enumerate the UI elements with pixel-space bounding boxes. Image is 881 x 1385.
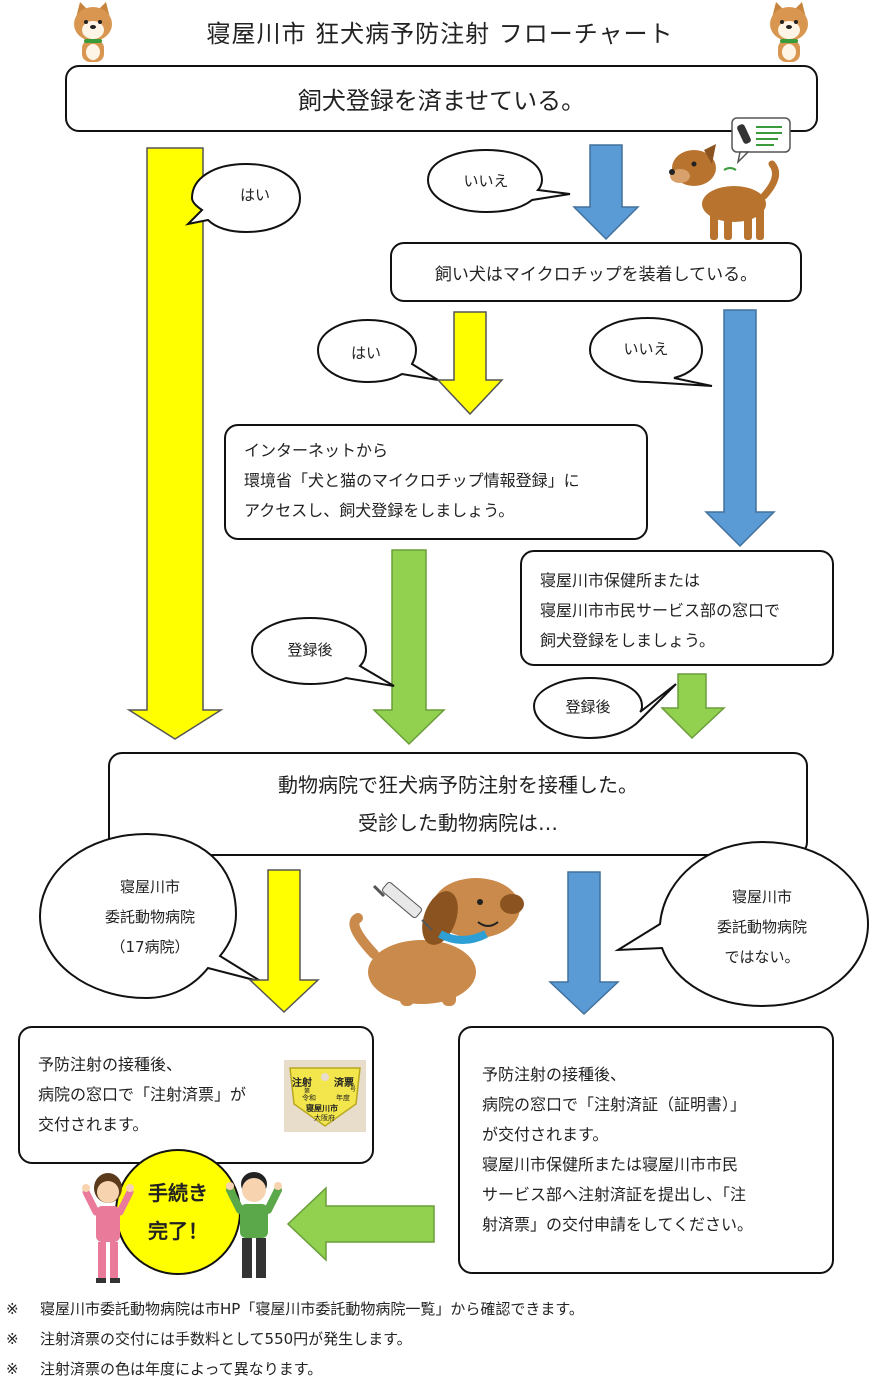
note-1-mark: ※ bbox=[6, 1300, 19, 1318]
note-3: ※ 注射済票の色は年度によって異なります。 bbox=[6, 1358, 322, 1379]
tag-text-8: 大阪府 bbox=[314, 1114, 335, 1122]
not-entrusted-line-1: 寝屋川市 bbox=[731, 888, 792, 906]
note-3-text: 注射済票の色は年度によって異なります。 bbox=[40, 1360, 323, 1378]
tag-issued-line-2: 病院の窓口で「注射済票」が bbox=[38, 1085, 247, 1104]
certificate-line-5: サービス部へ注射済証を提出し、「注 bbox=[482, 1185, 747, 1204]
note-2: ※ 注射済票の交付には手数料として550円が発生します。 bbox=[6, 1328, 412, 1349]
internet-line-2: 環境省「犬と猫のマイクロチップ情報登録」に bbox=[244, 471, 580, 490]
note-2-mark: ※ bbox=[6, 1330, 19, 1348]
certificate-line-2: 病院の窓口で「注射済証（証明書）」 bbox=[482, 1095, 747, 1114]
tag-text-4: 済票 bbox=[334, 1078, 354, 1089]
not-entrusted-line-2: 委託動物病院 bbox=[716, 918, 807, 936]
internet-registration-box: インターネットから 環境省「犬と猫のマイクロチップ情報登録」に アクセスし、飼犬… bbox=[224, 424, 648, 540]
not-entrusted-hospital-label: 寝屋川市 委託動物病院 ではない。 bbox=[672, 882, 852, 972]
entrusted-line-1: 寝屋川市 bbox=[119, 878, 180, 896]
after-registration-label: 登録後 bbox=[287, 641, 333, 659]
certificate-line-3: が交付されます。 bbox=[482, 1125, 609, 1144]
tag-text-7: 寝屋川市 bbox=[306, 1104, 338, 1113]
internet-line-1: インターネットから bbox=[244, 441, 389, 460]
no-arrow-to-office bbox=[704, 309, 776, 548]
no-speech-bubble bbox=[426, 148, 571, 214]
not-entrusted-line-3: ではない。 bbox=[724, 948, 800, 966]
yes-speech-bubble-2 bbox=[316, 318, 439, 384]
green-arrow-from-internet bbox=[372, 549, 446, 746]
office-line-3: 飼犬登録をしましょう。 bbox=[540, 631, 716, 650]
shiba-dog-right-icon bbox=[770, 2, 808, 62]
internet-line-3: アクセスし、飼犬登録をしましょう。 bbox=[244, 501, 515, 520]
complete-line-1: 手続き bbox=[148, 1181, 208, 1205]
entrusted-hospital-label: 寝屋川市 委託動物病院 （17病院） bbox=[60, 872, 240, 962]
not-entrusted-hospital-bubble bbox=[614, 840, 870, 1008]
after-registration-label-2: 登録後 bbox=[565, 698, 611, 716]
note-1: ※ 寝屋川市委託動物病院は市HP「寝屋川市委託動物病院一覧」から確認できます。 bbox=[6, 1298, 584, 1319]
entrusted-hospital-bubble bbox=[38, 832, 263, 1000]
no-bubble-label-2: いいえ bbox=[623, 340, 669, 358]
question-dog-registered: 飼犬登録を済ませている。 bbox=[65, 65, 818, 132]
cheering-woman-icon bbox=[82, 1173, 134, 1283]
tag-issued-line-3: 交付されます。 bbox=[38, 1115, 149, 1134]
vaccinated-dog-icon bbox=[349, 878, 524, 1006]
tag-text-3: 号 bbox=[350, 1086, 357, 1093]
tag-text-2: 第 bbox=[304, 1088, 311, 1095]
no-arrow-to-microchip bbox=[572, 144, 640, 241]
certificate-line-1: 予防注射の接種後、 bbox=[482, 1065, 627, 1084]
vaccination-tag-icon bbox=[289, 1067, 361, 1127]
office-registration-box: 寝屋川市保健所または 寝屋川市市民サービス部の窓口で 飼犬登録をしましょう。 bbox=[520, 550, 834, 666]
yes-arrow-long bbox=[126, 147, 224, 740]
no-speech-bubble-2 bbox=[588, 316, 713, 387]
complete-line-2: 完了！ bbox=[148, 1219, 208, 1243]
tag-text-6: 年度 bbox=[336, 1094, 350, 1102]
yes-speech-bubble bbox=[184, 162, 302, 234]
after-registration-bubble-2 bbox=[532, 676, 677, 740]
green-arrow-from-office bbox=[660, 673, 726, 740]
note-2-text: 注射済票の交付には手数料として550円が発生します。 bbox=[40, 1330, 412, 1348]
office-line-1: 寝屋川市保健所または bbox=[540, 571, 701, 590]
entrusted-line-2: 委託動物病院 bbox=[104, 908, 195, 926]
note-3-mark: ※ bbox=[6, 1360, 19, 1378]
entrusted-line-3: （17病院） bbox=[110, 938, 190, 956]
office-line-2: 寝屋川市市民サービス部の窓口で bbox=[540, 601, 781, 620]
yes-arrow-to-tag bbox=[248, 869, 320, 1014]
yes-bubble-label-2: はい bbox=[350, 344, 381, 362]
page-title: 寝屋川市 狂犬病予防注射 フローチャート bbox=[206, 20, 674, 48]
cheering-man-icon bbox=[226, 1172, 282, 1278]
question-microchip: 飼い犬はマイクロチップを装着している。 bbox=[390, 242, 802, 302]
certificate-line-4: 寝屋川市保健所または寝屋川市市民 bbox=[482, 1155, 739, 1174]
microchip-dog-icon bbox=[669, 117, 791, 240]
tag-text-5: 令和 bbox=[302, 1094, 316, 1102]
complete-label: 手続き 完了！ bbox=[112, 1172, 244, 1252]
certificate-box: 予防注射の接種後、 病院の窓口で「注射済証（証明書）」 が交付されます。 寝屋川… bbox=[458, 1026, 834, 1274]
tag-text-1: 注射 bbox=[292, 1078, 312, 1089]
yes-arrow-to-internet bbox=[436, 311, 504, 416]
vaccination-tag-image: 注射 第 号 済票 令和 年度 寝屋川市 大阪府 bbox=[284, 1060, 366, 1132]
note-1-text: 寝屋川市委託動物病院は市HP「寝屋川市委託動物病院一覧」から確認できます。 bbox=[40, 1300, 584, 1318]
after-registration-bubble bbox=[250, 616, 395, 687]
green-arrow-to-complete bbox=[286, 1186, 435, 1262]
tag-issued-line-1: 予防注射の接種後、 bbox=[38, 1055, 183, 1074]
certificate-line-6: 射済票」の交付申請をしてください。 bbox=[482, 1215, 754, 1234]
vaccination-line-2: 受診した動物病院は… bbox=[358, 811, 558, 835]
shiba-dog-left-icon bbox=[74, 2, 112, 62]
yes-bubble-label: はい bbox=[239, 186, 270, 204]
no-arrow-to-certificate bbox=[548, 871, 620, 1016]
no-bubble-label: いいえ bbox=[463, 172, 509, 190]
vaccination-line-1: 動物病院で狂犬病予防注射を接種した。 bbox=[278, 773, 638, 797]
vaccination-box: 動物病院で狂犬病予防注射を接種した。 受診した動物病院は… bbox=[108, 752, 808, 856]
